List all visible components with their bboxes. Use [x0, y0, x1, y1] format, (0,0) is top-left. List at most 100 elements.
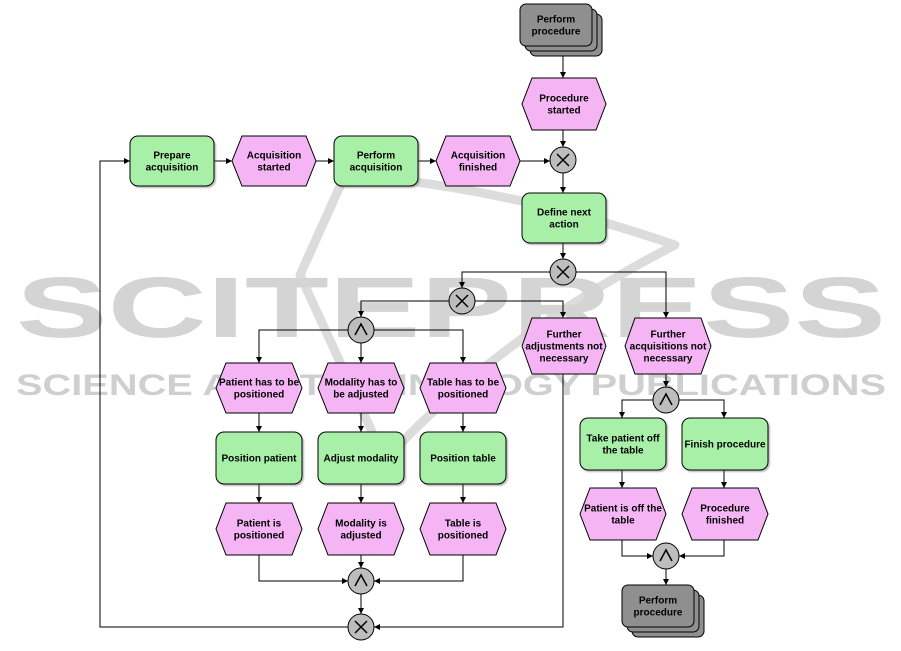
node-label-line: necessary — [540, 354, 589, 365]
node-label-line: Take patient off — [586, 434, 660, 445]
node-label-line: positioned — [438, 531, 489, 542]
connector-xor-merge-loop-xor — [347, 613, 375, 641]
connector-xor-decide-adjust-xor — [448, 287, 476, 315]
edge-table-positioned-to-join — [374, 555, 464, 584]
connector-circle — [652, 542, 680, 570]
node-label-line: positioned — [234, 390, 285, 401]
node-position-patient: Position patient — [215, 431, 303, 485]
node-label-line: Modality is — [335, 519, 387, 530]
edge-adjust-xor-to-not-necessary — [475, 300, 566, 318]
function-shape — [419, 431, 507, 485]
function-shape — [129, 135, 215, 187]
edge-xor-decide-to-acquisitions — [576, 271, 669, 318]
edge-off-table-to-join — [621, 540, 653, 559]
node-label-line: Patient has to be — [219, 378, 299, 389]
and-symbol — [659, 548, 673, 562]
event-shape — [681, 487, 769, 541]
node-label-line: Perform — [357, 151, 395, 162]
edge-and-split-to-take-off — [619, 399, 653, 418]
connector-circle — [347, 316, 375, 344]
node-label-line: acquisition — [350, 163, 403, 174]
event-shape — [521, 77, 607, 131]
function-shape — [215, 431, 303, 485]
node-label-line: Table has to be — [427, 378, 499, 389]
node-label-line: procedure — [634, 608, 683, 619]
flow-connectors — [347, 146, 680, 641]
node-label-line: table — [611, 516, 635, 527]
node-label-line: Further — [651, 330, 686, 341]
edge-finished-to-join — [679, 540, 725, 559]
node-label-line: Further — [547, 330, 582, 341]
edge-and-split-to-finish — [679, 399, 727, 418]
function-shape — [579, 417, 667, 471]
edge-and-split-to-patient — [256, 329, 348, 363]
node-label-line: Acquisition — [451, 151, 505, 162]
connector-xor-merge-top-xor — [549, 146, 577, 174]
node-label-line: Define next — [537, 208, 592, 219]
node-label-line: Modality has to — [325, 378, 398, 389]
event-shape — [419, 362, 507, 414]
node-label-line: necessary — [644, 354, 693, 365]
node-label-line: positioned — [438, 390, 489, 401]
node-label-line: Finish procedure — [684, 440, 766, 451]
node-adjust-modality: Adjust modality — [317, 431, 405, 485]
node-label-line: started — [547, 106, 580, 117]
function-shape — [317, 431, 405, 485]
event-shape — [317, 502, 405, 556]
node-label-line: Patient is — [237, 519, 282, 530]
xor-symbol — [354, 620, 368, 634]
connector-xor-decide-main-xor — [549, 258, 577, 286]
and-symbol — [659, 392, 673, 406]
connector-and-join-adjust-and — [347, 567, 375, 595]
event-shape — [231, 135, 317, 187]
connector-and-split-adjust-and — [347, 316, 375, 344]
node-label-line: Position table — [430, 454, 496, 465]
node-label-line: Patient is off the — [584, 504, 662, 515]
and-symbol — [354, 573, 368, 587]
event-shape — [215, 362, 303, 414]
node-label-line: Acquisition — [247, 151, 301, 162]
xor-symbol — [556, 265, 570, 279]
event-shape — [435, 135, 521, 187]
function-shape — [681, 417, 769, 471]
node-label-line: be adjusted — [333, 390, 389, 401]
and-symbol — [354, 322, 368, 336]
edge-adjust-xor-to-and-split — [358, 300, 449, 317]
node-label-line: started — [257, 163, 290, 174]
connector-circle — [652, 386, 680, 414]
node-label-line: procedure — [532, 27, 581, 38]
flow-nodes: PerformprocedureProcedurestartedPreparea… — [129, 3, 769, 638]
event-shape — [521, 317, 607, 375]
edge-patient-positioned-to-join — [258, 555, 348, 584]
node-label-line: Perform — [639, 596, 677, 607]
edge-not-necessary-to-loop-xor — [374, 374, 564, 630]
xor-symbol — [455, 294, 469, 308]
node-label-line: Position patient — [222, 454, 298, 465]
node-label-line: positioned — [234, 531, 285, 542]
node-label-line: Prepare — [153, 151, 191, 162]
node-label-line: action — [549, 220, 578, 231]
function-shape — [333, 135, 419, 187]
watermark: SCITEPRESS SCIENCE AND TECHNOLOGY PUBLIC… — [16, 170, 886, 465]
connector-and-join-finish-and — [652, 542, 680, 570]
